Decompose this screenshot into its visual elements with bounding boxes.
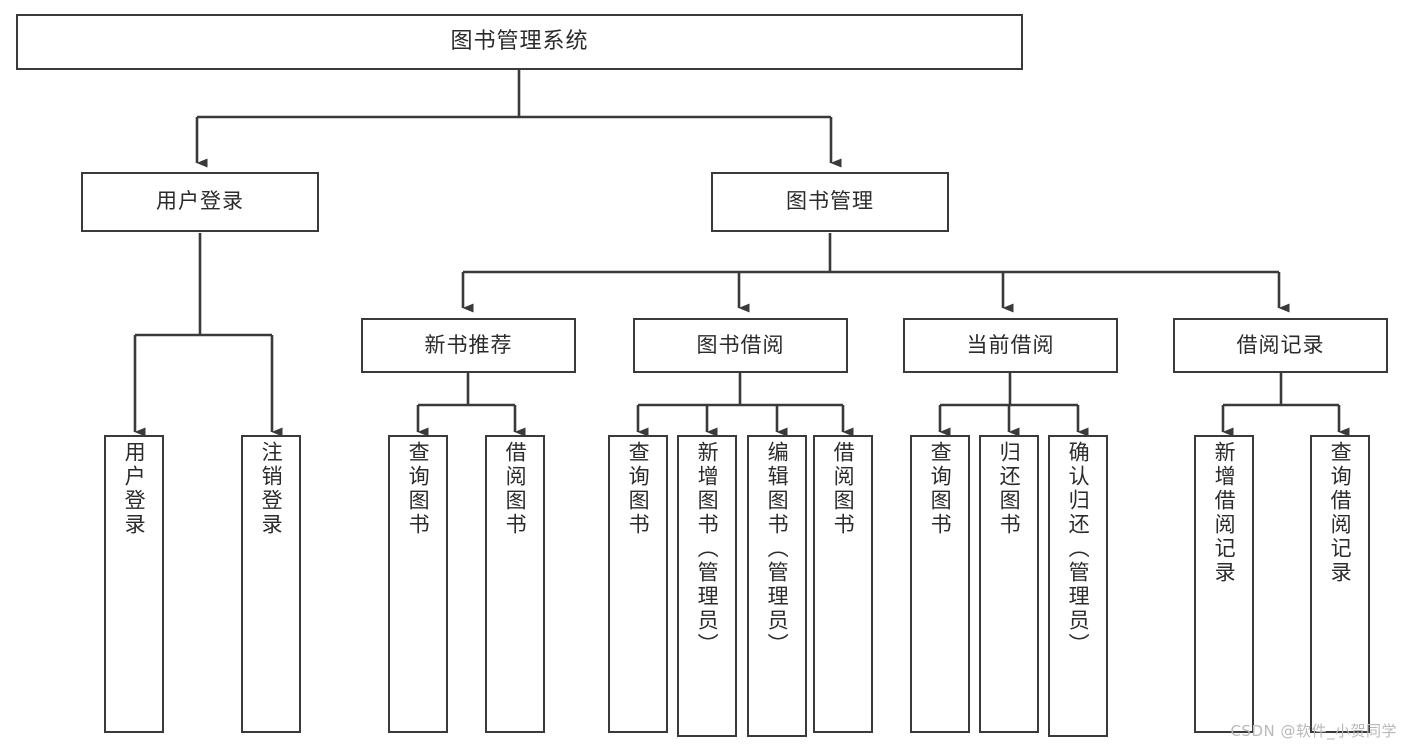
node-leaf-borrow-book-2[interactable]: 借阅图书 <box>813 435 873 733</box>
node-leaf-query-book-2-label: 查询图书 <box>626 441 651 537</box>
node-leaf-add-book-label: 新增图书（管理员） <box>695 441 720 657</box>
node-leaf-add-book[interactable]: 新增图书（管理员） <box>677 435 737 737</box>
node-borrow-record[interactable]: 借阅记录 <box>1173 318 1388 373</box>
node-leaf-edit-book-label: 编辑图书（管理员） <box>765 441 790 657</box>
node-leaf-user-login-label: 用户登录 <box>122 441 147 537</box>
node-leaf-confirm-return[interactable]: 确认归还（管理员） <box>1048 435 1108 737</box>
node-leaf-add-borrow-record-label: 新增借阅记录 <box>1212 441 1237 585</box>
node-new-book-recommend-label: 新书推荐 <box>424 332 513 357</box>
node-leaf-user-login[interactable]: 用户登录 <box>104 435 164 733</box>
node-leaf-add-borrow-record[interactable]: 新增借阅记录 <box>1194 435 1254 733</box>
node-borrow-record-label: 借阅记录 <box>1236 332 1325 357</box>
node-book-management-label: 图书管理 <box>786 189 874 214</box>
node-current-borrow-label: 当前借阅 <box>966 332 1055 357</box>
node-leaf-borrow-book-1-label: 借阅图书 <box>503 441 528 537</box>
node-book-management[interactable]: 图书管理 <box>711 172 949 232</box>
node-leaf-query-book-3[interactable]: 查询图书 <box>910 435 970 733</box>
node-leaf-query-book-3-label: 查询图书 <box>928 441 953 537</box>
node-leaf-borrow-book-1[interactable]: 借阅图书 <box>485 435 545 733</box>
node-book-borrow-label: 图书借阅 <box>696 332 785 357</box>
node-leaf-edit-book[interactable]: 编辑图书（管理员） <box>747 435 807 737</box>
node-root-system[interactable]: 图书管理系统 <box>16 14 1023 70</box>
node-book-borrow[interactable]: 图书借阅 <box>633 318 848 373</box>
node-current-borrow[interactable]: 当前借阅 <box>903 318 1118 373</box>
csdn-watermark: CSDN @软件_小贺同学 <box>1230 722 1397 740</box>
node-leaf-logout-login[interactable]: 注销登录 <box>241 435 301 733</box>
node-leaf-query-book-1[interactable]: 查询图书 <box>388 435 448 733</box>
node-leaf-query-borrow-record[interactable]: 查询借阅记录 <box>1310 435 1370 733</box>
node-user-login[interactable]: 用户登录 <box>81 172 319 232</box>
node-leaf-logout-login-label: 注销登录 <box>259 441 284 537</box>
node-leaf-query-book-1-label: 查询图书 <box>406 441 431 537</box>
node-leaf-return-book-label: 归还图书 <box>997 441 1022 537</box>
node-leaf-confirm-return-label: 确认归还（管理员） <box>1066 441 1091 657</box>
node-leaf-borrow-book-2-label: 借阅图书 <box>831 441 856 537</box>
node-new-book-recommend[interactable]: 新书推荐 <box>361 318 576 373</box>
node-leaf-return-book[interactable]: 归还图书 <box>979 435 1039 733</box>
node-root-label: 图书管理系统 <box>450 28 589 54</box>
node-user-login-label: 用户登录 <box>156 189 244 214</box>
node-leaf-query-book-2[interactable]: 查询图书 <box>608 435 668 733</box>
node-leaf-query-borrow-record-label: 查询借阅记录 <box>1328 441 1353 585</box>
